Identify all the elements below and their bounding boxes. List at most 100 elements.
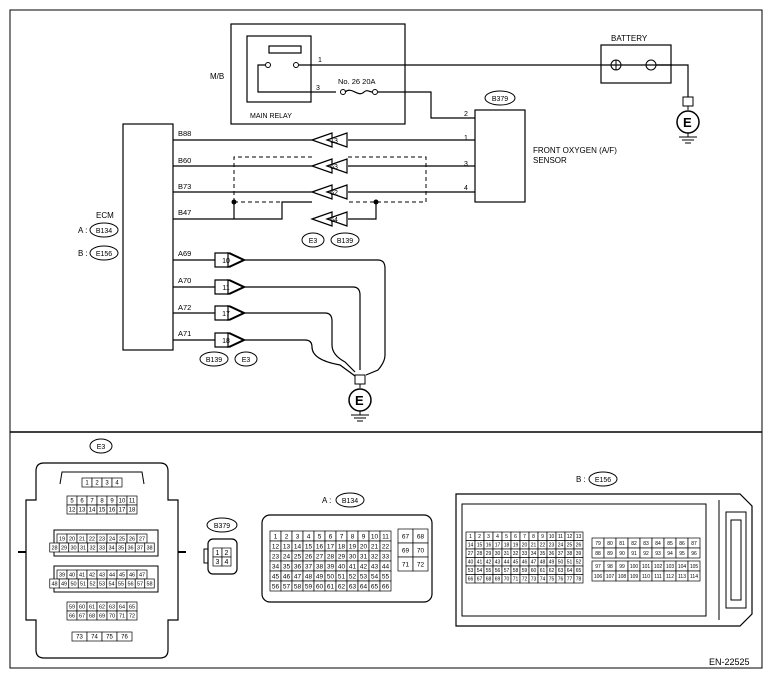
lower-ground-label: E [355, 393, 364, 408]
pin-number: 75 [106, 635, 113, 641]
b139-tag-text: B139 [206, 357, 222, 364]
pin-number: 43 [99, 572, 105, 578]
pin-number: 59 [522, 568, 528, 574]
pin-number: 60 [316, 583, 324, 590]
pin-number: 23 [272, 553, 280, 560]
pin-number: 46 [129, 572, 135, 578]
joint-pin: 63 [330, 164, 338, 171]
pin-number: 23 [549, 543, 555, 549]
pin-number: 12 [272, 543, 280, 550]
shield-right [348, 156, 427, 203]
pin-number: 31 [360, 553, 368, 560]
pin-number: 108 [618, 574, 627, 580]
pin-number: 43 [495, 560, 501, 566]
pin-number: 99 [619, 564, 625, 570]
pin-number: 56 [127, 581, 133, 587]
pin-number: 100 [630, 564, 639, 570]
pin-number: 2 [225, 550, 229, 557]
pin-number: 49 [61, 581, 67, 587]
pin-number: 14 [89, 508, 96, 514]
pin-number: 3 [296, 533, 300, 540]
pin-number: 74 [91, 635, 98, 641]
pin-number: 11 [129, 499, 136, 505]
pin-number: 50 [558, 560, 564, 566]
pin-number: 34 [108, 545, 114, 551]
joint-pin: 64 [330, 217, 338, 224]
pin-number: 61 [89, 604, 95, 610]
relay-coil [268, 45, 302, 54]
pin-number: 36 [127, 545, 133, 551]
pin-number: 63 [109, 604, 115, 610]
pin-number: 1 [274, 533, 278, 540]
b139-tag [199, 351, 229, 367]
pin-number: 52 [576, 560, 582, 566]
pin-cell [144, 542, 155, 553]
pin-number: 114 [690, 574, 698, 580]
outer-frame [9, 9, 763, 669]
pin-number: 4 [307, 533, 311, 540]
pin-number: 43 [371, 563, 379, 570]
pin-number: 84 [655, 541, 661, 547]
pin-number: 53 [99, 581, 105, 587]
pin-number: 30 [495, 551, 501, 557]
pin-number: 21 [371, 543, 379, 550]
joint-pin: 13 [330, 138, 338, 145]
b134-housing [261, 514, 433, 603]
b134-tag [89, 222, 119, 238]
pin-number: 6 [514, 534, 517, 540]
pin-number: 37 [558, 551, 564, 557]
pin-number: 58 [146, 581, 152, 587]
pin-number: 30 [70, 545, 76, 551]
pin-cell [116, 631, 133, 642]
pin-number: 10 [549, 534, 555, 540]
pin-number: 72 [522, 577, 528, 583]
pin-number: 8 [532, 534, 535, 540]
pin-number: 32 [89, 545, 95, 551]
relay-wire-3 [257, 64, 336, 93]
pin-number: 16 [486, 543, 492, 549]
pin-number: 113 [678, 574, 686, 580]
ecm-conn-b-prefix: B : [78, 249, 88, 258]
pin-cell [687, 570, 701, 582]
pin-number: 40 [69, 572, 75, 578]
pin-number: 48 [305, 573, 313, 580]
pin-number: 37 [305, 563, 313, 570]
pin-number: 71 [119, 613, 125, 619]
pin-number: 11 [558, 534, 563, 540]
mb-box [230, 23, 406, 125]
main-relay-label: MAIN RELAY [250, 113, 292, 120]
joint-pin: 10 [222, 258, 230, 265]
ecm-box [122, 123, 174, 351]
pin-number: 17 [119, 508, 126, 514]
pin-number: 38 [146, 545, 152, 551]
pin-number: 64 [119, 604, 125, 610]
pin-number: 16 [316, 543, 324, 550]
pin-number: 56 [495, 568, 501, 574]
pin-number: 71 [513, 577, 519, 583]
pin-number: 6 [80, 499, 84, 505]
pin-number: 66 [468, 577, 474, 583]
pin-number: 35 [118, 545, 124, 551]
pin-number: 111 [654, 574, 662, 580]
pin-number: 37 [137, 545, 143, 551]
pin-number: 38 [567, 551, 573, 557]
pin-number: 62 [338, 583, 346, 590]
pin-number: 57 [504, 568, 510, 574]
pin-number: 51 [567, 560, 573, 566]
pin-number: 67 [402, 533, 410, 540]
splice-dot [373, 199, 379, 205]
ground-wire [245, 286, 361, 370]
pin-number: 46 [283, 573, 291, 580]
pin-number: 4 [496, 534, 499, 540]
pin-number: 73 [76, 635, 83, 641]
pin-number: 30 [349, 553, 357, 560]
pin-number: 20 [522, 543, 528, 549]
pin-number: 13 [79, 508, 86, 514]
sensor-label-1: FRONT OXYGEN (A/F) [533, 146, 617, 155]
pin-number: 104 [678, 564, 687, 570]
pin-number: 53 [360, 573, 368, 580]
pin-number: 44 [382, 563, 390, 570]
pin-number: 69 [495, 577, 501, 583]
pin-number: 65 [576, 568, 582, 574]
